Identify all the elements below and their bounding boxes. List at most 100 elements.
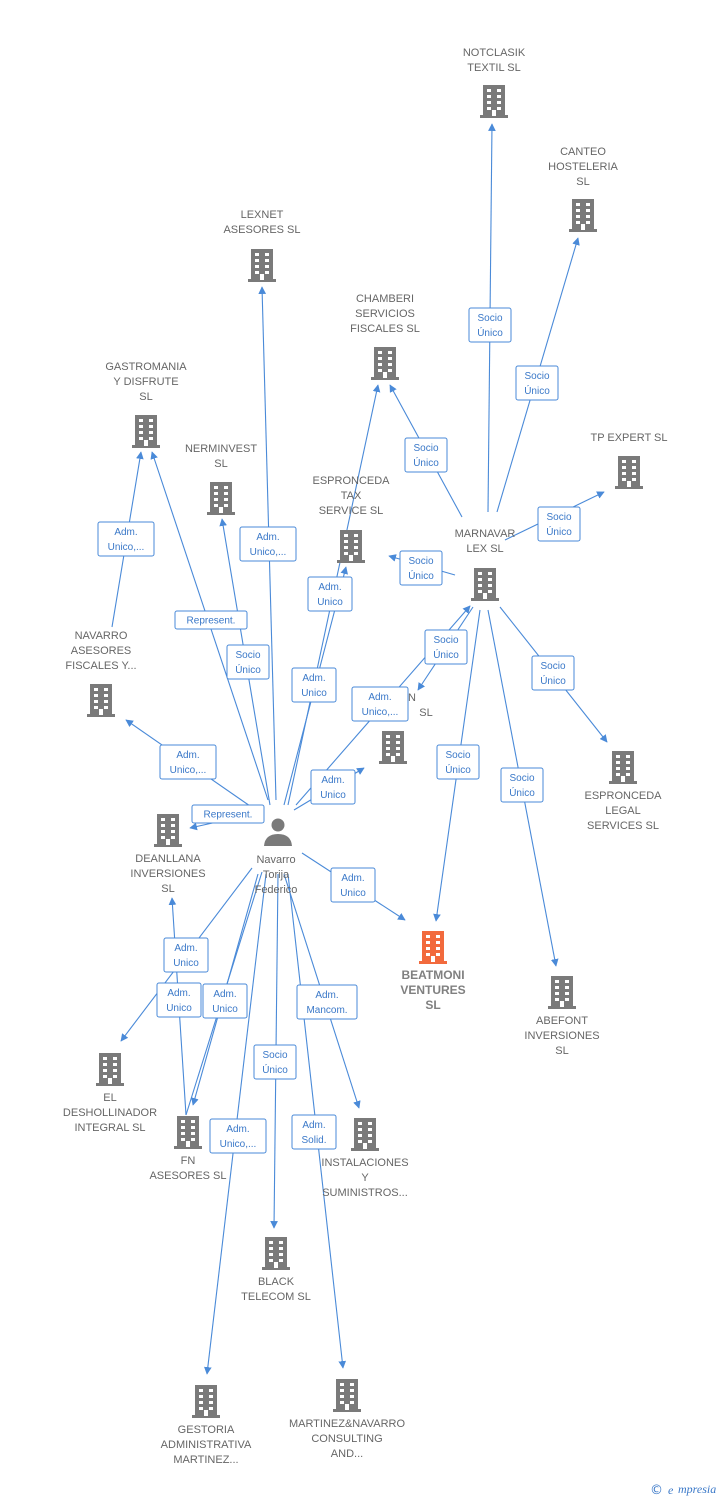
relation-label-p-marnavar[interactable]: Adm.Unico,... [351,686,409,722]
relation-label-p-navarro[interactable]: Adm.Unico,... [159,744,217,780]
company-label: SL [139,391,152,403]
company-node-martinez-navarro[interactable]: MARTINEZ&NAVARROCONSULTINGAND... [289,1379,406,1460]
relation-text: Socio [262,1050,287,1061]
relation-text: Socio [408,556,433,567]
company-label: CHAMBERI [356,293,414,305]
company-label: DESHOLLINADOR [63,1107,157,1119]
relation-text: Represent. [187,616,236,627]
company-label: BEATMONI [401,968,464,982]
company-label: SERVICES SL [587,820,659,832]
building-icon [87,684,115,717]
relation-box [537,506,581,542]
relation-box [531,655,575,691]
relation-label-p-gestoria[interactable]: Adm.Unico,... [209,1118,267,1154]
relation-text: Adm. [341,873,364,884]
company-label: ASESORES SL [223,224,300,236]
company-label: SL [161,883,174,895]
building-icon [351,1118,379,1151]
company-label: CONSULTING [311,1433,382,1445]
company-label: MARTINEZ&NAVARRO [289,1418,406,1430]
company-label: TEXTIL SL [467,62,520,74]
relation-box [307,576,353,612]
company-label: LEX SL [466,543,503,555]
company-label: LEGAL [605,805,640,817]
company-node-gestoria[interactable]: GESTORIAADMINISTRATIVAMARTINEZ... [161,1385,252,1466]
relation-label-p-chamberi[interactable]: Adm.Unico [291,667,337,703]
building-icon [333,1379,361,1412]
person-icon [264,818,292,846]
relation-text: Adm. [176,750,199,761]
building-icon [248,249,276,282]
company-node-hidden-sl[interactable]: NSL [379,692,433,764]
company-label: INSTALACIONES [321,1157,408,1169]
relation-text: Adm. [114,527,137,538]
relation-box [239,526,297,562]
company-label: Y DISFRUTE [113,376,178,388]
relation-label-p-martinez[interactable]: Adm.Solid. [291,1114,337,1150]
relation-text: Unico [317,597,343,608]
company-node-instalaciones[interactable]: INSTALACIONESYSUMINISTROS... [321,1118,409,1199]
company-label: MARNAVAR [455,528,516,540]
relation-text: Unico [212,1004,238,1015]
relation-label-p-instal[interactable]: Adm.Mancom. [296,984,358,1020]
relation-text: Socio [413,443,438,454]
relation-text: Unico,... [220,1139,257,1150]
relation-box [399,550,443,586]
building-icon [569,199,597,232]
company-label: Y [361,1172,369,1184]
relation-text: Unico [173,958,199,969]
relation-text: Unico,... [108,542,145,553]
company-label: SL [419,707,432,719]
company-label: SERVICE SL [319,505,384,517]
relation-label-p-deshol[interactable]: Adm.Unico [163,937,209,973]
relation-text: Socio [540,661,565,672]
relation-text: Único [540,674,566,687]
relation-text: Socio [509,773,534,784]
company-label: INTEGRAL SL [74,1122,145,1134]
relation-label-p-deanllana2[interactable]: Adm.Unico [156,982,202,1018]
relation-text: Unico,... [250,547,287,558]
relation-label-lexnet[interactable]: Adm.Unico,... [239,526,297,562]
relation-label-p-esptax[interactable]: Adm.Unico [307,576,353,612]
building-icon [154,814,182,847]
relation-label-p-hidden[interactable]: Adm.Unico [310,769,356,805]
company-label: ESPRONCEDA [312,475,390,487]
relation-label-p-beatmoni[interactable]: Adm.Unico [330,867,376,903]
relation-label-gastro-nav[interactable]: Adm. Unico,... [97,521,155,557]
company-node-marnavar[interactable]: MARNAVAR LEX SL [455,528,516,601]
relation-label-gastro-rep[interactable]: Represent. [174,610,248,630]
company-node-tpexpert[interactable]: TP EXPERT SL [590,432,668,489]
relation-text: Único [477,326,503,339]
relation-label-p-deanllana[interactable]: Represent. [191,804,265,824]
person-name: Federico [255,884,298,896]
company-label: VENTURES [400,983,465,997]
relation-label-p-fn[interactable]: Adm.Unico [202,983,248,1019]
